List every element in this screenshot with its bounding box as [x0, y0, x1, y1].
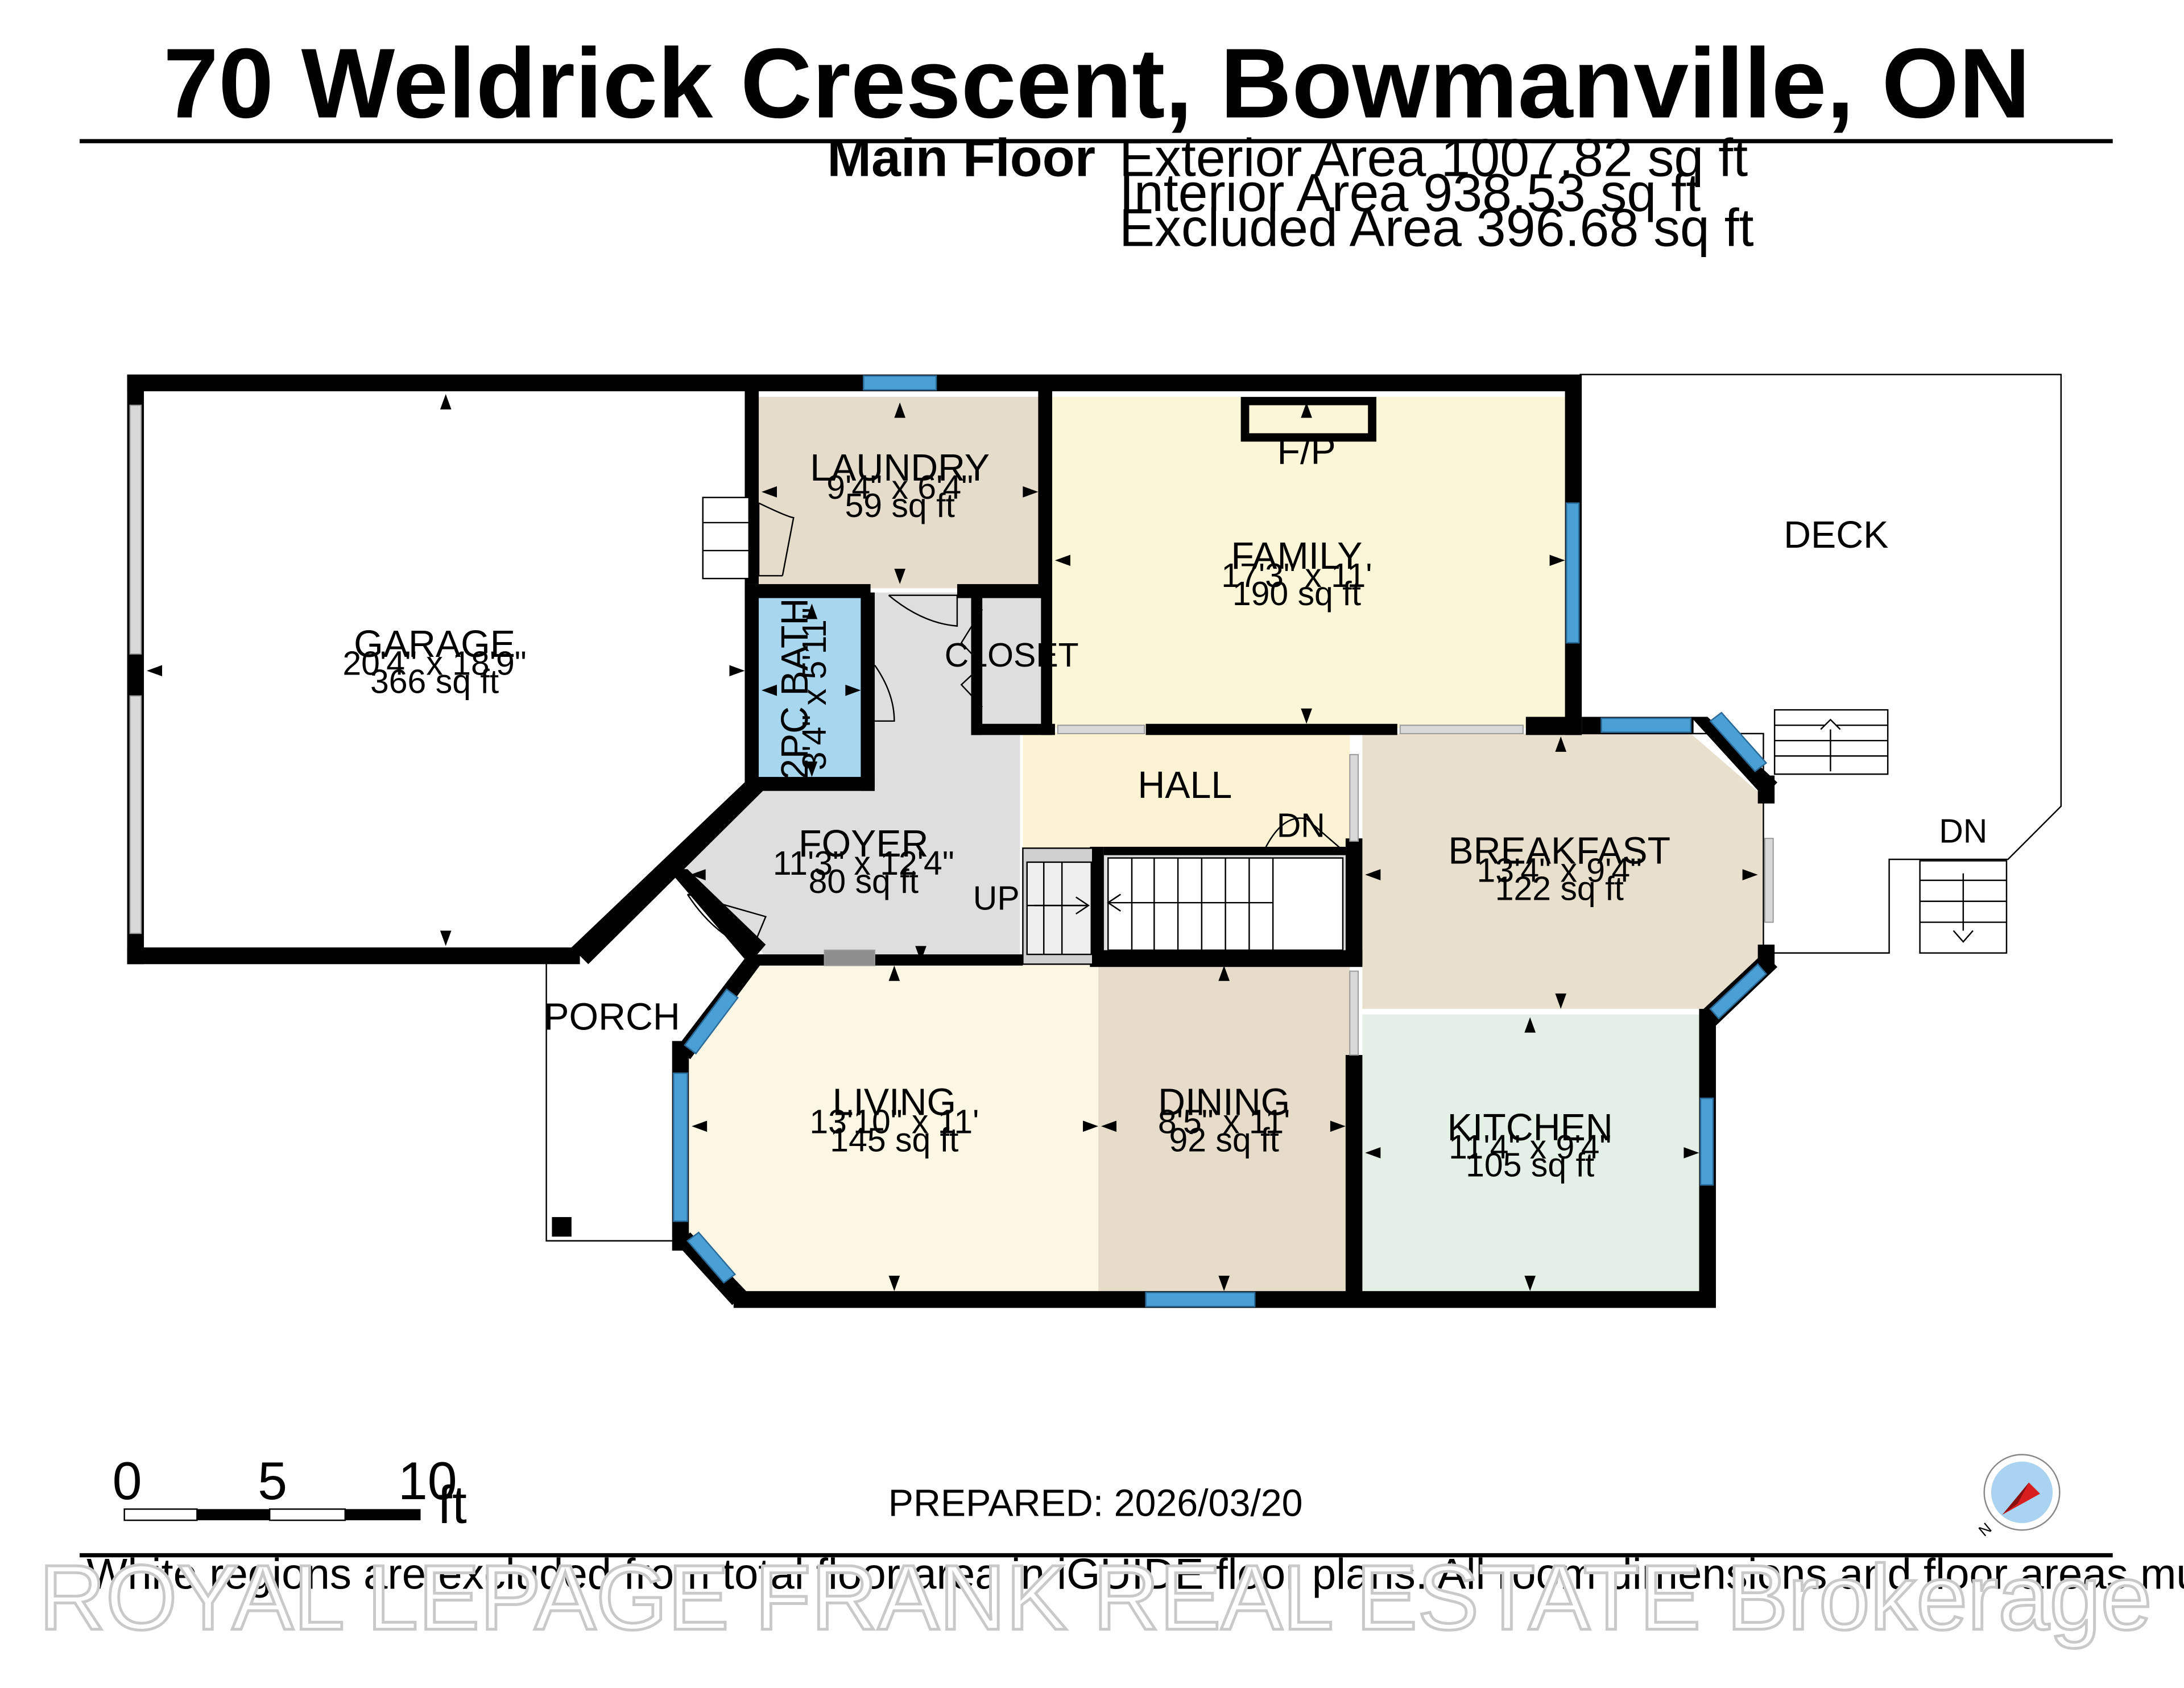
foyer-fill: [676, 592, 1020, 962]
scale-bar: 0 5 10 ft: [113, 1451, 467, 1534]
windows: [672, 375, 1768, 1308]
window-dining: [1145, 1292, 1256, 1308]
hall-fill: [1023, 732, 1350, 850]
porch-outline: [545, 961, 677, 1242]
porch-post: [552, 1217, 572, 1237]
living-area: 145 sq ft: [830, 1122, 958, 1159]
living-name: LIVING: [833, 1082, 956, 1124]
laundry-dims: 9'4" x 6'4": [826, 469, 973, 506]
window-laundry: [863, 375, 937, 391]
stairs-down-label: DN: [1277, 808, 1325, 845]
compass-north-label: N: [1975, 1520, 1995, 1540]
scale-tick-5: 5: [258, 1451, 287, 1511]
kitchen-area: 105 sq ft: [1466, 1147, 1594, 1184]
deck-down-label: DN: [1939, 813, 1987, 850]
scale-tick-10: 10: [398, 1451, 457, 1511]
foyer-area: 80 sq ft: [809, 863, 919, 900]
kitchen-name: KITCHEN: [1447, 1107, 1613, 1149]
fireplace-label: F/P: [1277, 431, 1336, 473]
window-family: [1565, 502, 1580, 644]
porch-label: PORCH: [544, 996, 680, 1039]
disclaimer: White regions are excluded from total fl…: [86, 1550, 2184, 1598]
compass-icon: N: [1975, 1454, 2061, 1540]
laundry-fill: [756, 396, 1041, 589]
stairs-up-label: UP: [973, 880, 1020, 917]
deck-label: DECK: [1784, 514, 1888, 556]
breakfast-fill: [1362, 733, 1764, 1009]
window-breakfast-top: [1600, 717, 1691, 733]
openings: [129, 404, 1774, 1056]
excluded-area: Excluded Area 396.68 sq ft: [1119, 197, 1754, 257]
dining-fill: [1098, 961, 1350, 1294]
closet-fill: [978, 595, 1041, 729]
scale-unit: ft: [437, 1475, 467, 1534]
exterior-area: Exterior Area 1007.82 sq ft: [1119, 128, 1748, 188]
window-living-left: [672, 1072, 688, 1222]
laundry-area: 59 sq ft: [845, 487, 955, 524]
closet-label: CLOSET: [945, 637, 1079, 674]
family-area: 190 sq ft: [1232, 576, 1361, 613]
foyer-dims: 11'3" x 12'4": [773, 845, 954, 882]
family-dims: 17'3" x 11': [1221, 557, 1372, 594]
garage-step: [702, 497, 750, 580]
window-living-nw: [684, 988, 739, 1055]
interior-area: Interior Area 938.53 sq ft: [1119, 163, 1701, 222]
page-title: 70 Weldrick Crescent, Bowmanville, ON: [163, 27, 2030, 138]
kitchen-fill: [1362, 1014, 1705, 1294]
window-living-sw: [686, 1231, 737, 1284]
dining-area: 92 sq ft: [1169, 1122, 1279, 1159]
dining-name: DINING: [1158, 1082, 1290, 1124]
dining-dims: 8'5" x 11': [1158, 1104, 1290, 1141]
living-dims: 13'10" x 11': [809, 1104, 979, 1141]
kitchen-dims: 11'4" x 9'4": [1449, 1129, 1611, 1166]
room-fills: [676, 396, 1764, 1294]
deck-stairs: [1773, 709, 2008, 954]
walls: [127, 374, 1778, 1308]
laundry-name: LAUNDRY: [810, 447, 990, 489]
hall-label: HALL: [1138, 764, 1232, 806]
bath-dims: 3'4" x 5'11": [796, 607, 833, 770]
family-fill: [1049, 396, 1570, 729]
foyer-name: FOYER: [799, 823, 929, 865]
garage-dims: 20'4" x 18'9": [342, 646, 526, 682]
floor-label: Main Floor: [827, 128, 1095, 188]
watermark: ROYAL LEPAGE FRANK REAL ESTATE Brokerage: [39, 1546, 2152, 1649]
breakfast-name: BREAKFAST: [1448, 830, 1670, 872]
dimension-markers: [146, 394, 1758, 1292]
breakfast-dims: 13'4" x 9'4": [1477, 852, 1643, 889]
garage-name: GARAGE: [354, 623, 515, 665]
living-fill: [684, 961, 1099, 1294]
room-labels: GARAGE 20'4" x 18'9" 366 sq ft LAUNDRY 9…: [342, 431, 1987, 1184]
breakfast-area: 122 sq ft: [1495, 870, 1624, 907]
window-breakfast-se: [1709, 963, 1768, 1020]
doors: [686, 502, 1349, 951]
family-name: FAMILY: [1231, 535, 1362, 577]
prepared-date: PREPARED: 2026/03/20: [888, 1483, 1303, 1525]
garage-area: 366 sq ft: [370, 664, 499, 701]
window-kitchen: [1699, 1097, 1714, 1186]
main-stairs: [1022, 847, 1344, 965]
window-breakfast-ne: [1709, 711, 1768, 772]
bath-name: 2PC BATH: [774, 598, 816, 780]
scale-tick-0: 0: [113, 1451, 142, 1511]
